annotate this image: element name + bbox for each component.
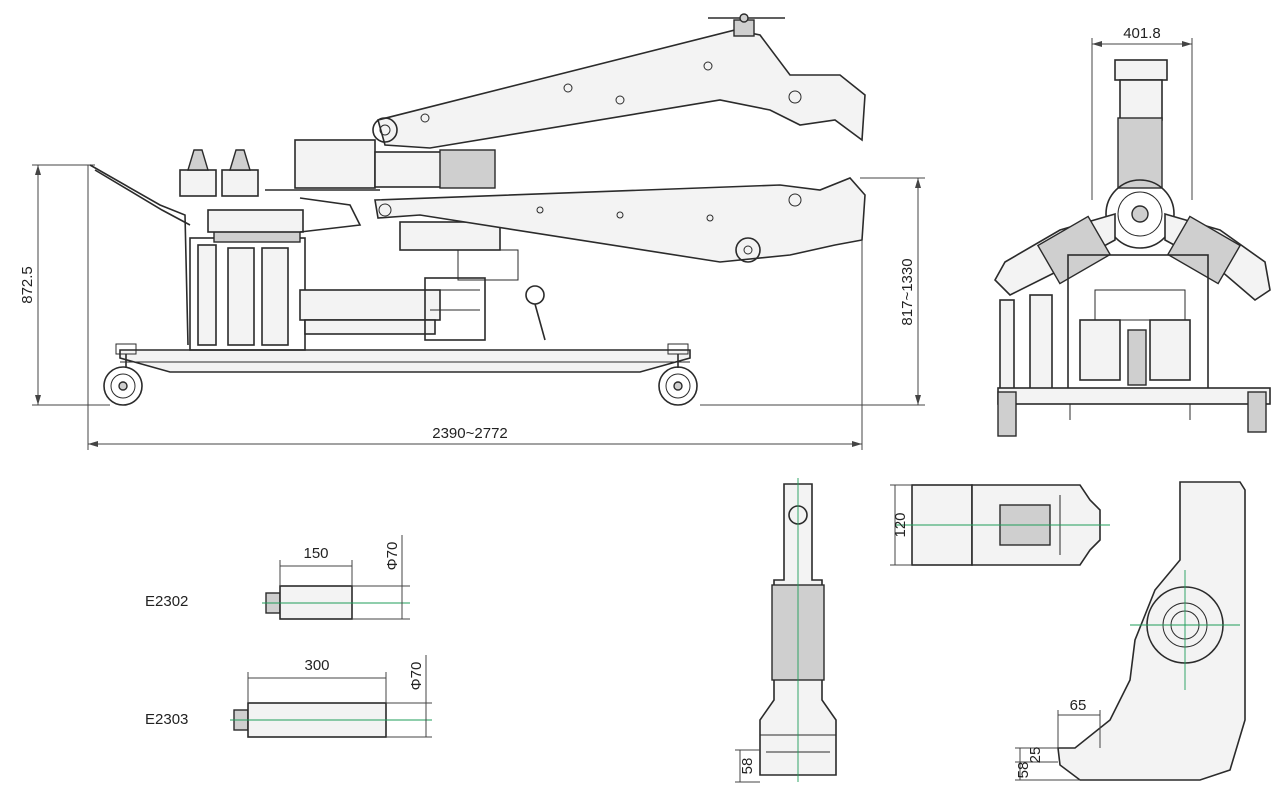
extension-e2303: E2303 300 Φ70 <box>145 655 432 738</box>
tip-thickness-label: 58 <box>739 758 756 775</box>
jaw-top-view: 120 <box>890 484 1110 566</box>
hook-depth-label: 65 <box>1070 697 1087 714</box>
e2303-label: E2303 <box>145 711 188 728</box>
hook-side-view: 65 25 58 <box>1015 481 1246 781</box>
overall-length-label: 2390~2772 <box>432 425 508 442</box>
e2303-dia-label: Φ70 <box>408 662 425 691</box>
height-dimension: 872.5 <box>19 164 110 406</box>
e2302-label: E2302 <box>145 593 188 610</box>
extension-e2302: E2302 150 Φ70 <box>145 535 410 620</box>
e2302-length-label: 150 <box>303 545 328 562</box>
length-dimension: 2390~2772 <box>87 165 863 450</box>
arm-height-label: 817~1330 <box>899 258 916 325</box>
overall-height-label: 872.5 <box>19 266 36 304</box>
hook-lip-label: 25 <box>1027 747 1044 764</box>
front-wheel <box>658 343 698 406</box>
arm-height-dimension: 817~1330 <box>700 177 925 406</box>
hook-thickness-label: 58 <box>1015 762 1032 779</box>
jaw-tip-front-view: 58 <box>735 478 837 783</box>
front-width-dimension: 401.8 <box>1091 25 1193 200</box>
rear-wheel <box>103 343 143 406</box>
e2302-dia-label: Φ70 <box>384 542 401 571</box>
e2303-length-label: 300 <box>304 657 329 674</box>
jaw-width-label: 120 <box>892 512 909 537</box>
front-width-label: 401.8 <box>1123 25 1161 42</box>
side-view: 872.5 <box>19 13 925 450</box>
front-view: 401.8 <box>994 25 1271 437</box>
